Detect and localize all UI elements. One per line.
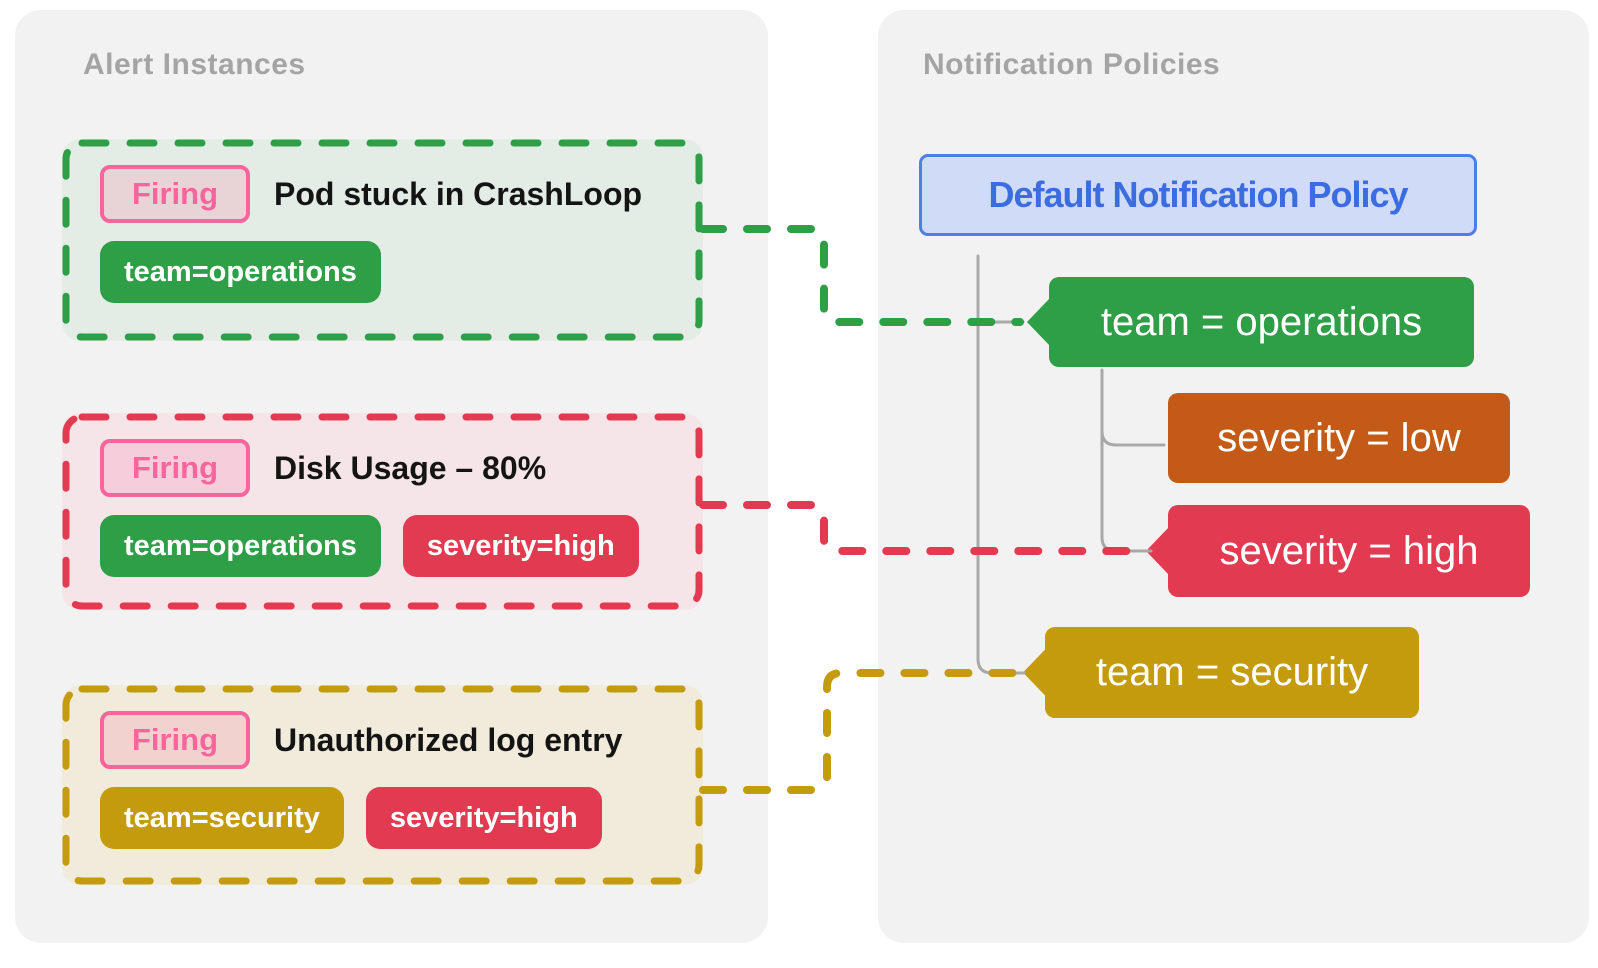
label-pill-severity-high: severity=high — [365, 787, 602, 849]
policy-node-team-operations: team = operations — [1027, 277, 1474, 367]
policy-node-severity-low: severity = low — [1168, 393, 1510, 483]
alert-title: Pod stuck in CrashLoop — [274, 175, 643, 212]
firing-badge: Firing — [100, 711, 250, 769]
notification-policies-title: Notification Policies — [923, 48, 1221, 81]
policy-node-severity-high: severity = high — [1146, 505, 1530, 597]
policy-label: severity = low — [1217, 415, 1461, 460]
firing-badge: Firing — [100, 165, 250, 223]
label-pill-team-operations: team=operations — [100, 241, 381, 303]
alert-card-disk-usage: Firing Disk Usage – 80% team=operations … — [62, 413, 703, 610]
label-pill-severity-high: severity=high — [402, 515, 639, 577]
label-pill-team-security: team=security — [100, 787, 344, 849]
policy-node-team-security: team = security — [1023, 627, 1419, 718]
policy-label: Default Notification Policy — [988, 174, 1408, 215]
policy-label: team = operations — [1100, 299, 1423, 344]
alert-title: Unauthorized log entry — [274, 721, 623, 758]
alert-instances-title: Alert Instances — [83, 48, 306, 81]
label-pill-team-operations: team=operations — [100, 515, 381, 577]
alert-card-pod-crashloop: Firing Pod stuck in CrashLoop team=opera… — [62, 139, 703, 341]
policy-label: team = security — [1095, 650, 1369, 694]
policy-label: severity = high — [1219, 528, 1479, 573]
firing-badge: Firing — [100, 439, 250, 497]
default-notification-policy-node: Default Notification Policy — [919, 154, 1477, 236]
alert-card-unauthorized-log: Firing Unauthorized log entry team=secur… — [62, 685, 703, 885]
alert-title: Disk Usage – 80% — [274, 449, 547, 486]
